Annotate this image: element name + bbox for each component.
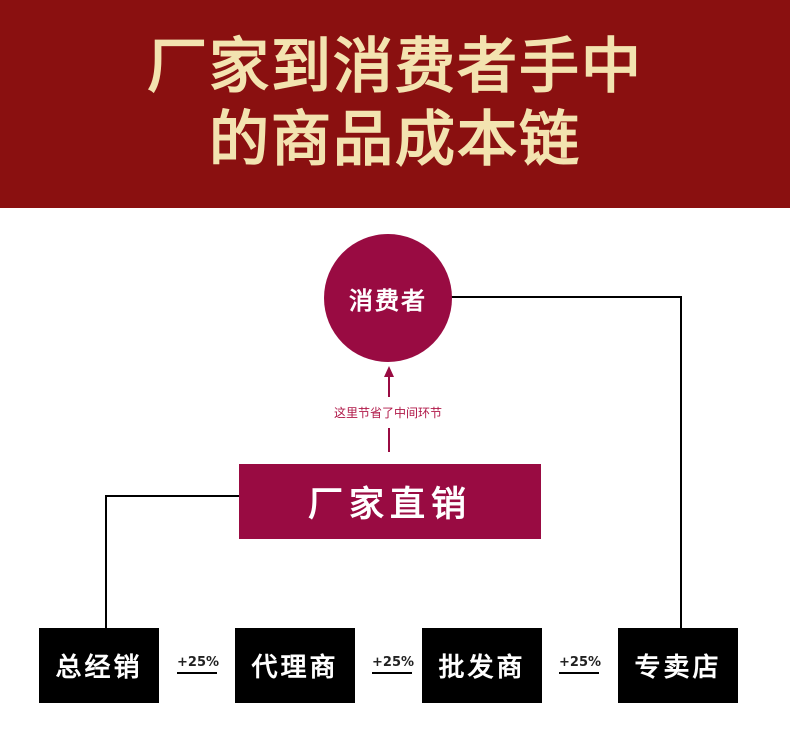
consumer-node: 消费者	[324, 234, 452, 362]
header-banner: 厂家到消费者手中 的商品成本链	[0, 0, 790, 208]
chain-node-store: 专卖店	[618, 628, 738, 703]
markup-label: +25%	[372, 655, 414, 674]
markup-label: +25%	[177, 655, 219, 674]
chain-node-wholesaler: 批发商	[422, 628, 542, 703]
arrow-head-icon	[384, 366, 394, 377]
chain-node-distributor: 总经销	[39, 628, 159, 703]
direct-sales-node: 厂家直销	[239, 464, 541, 539]
left-connector	[105, 495, 239, 628]
page-title-line1: 厂家到消费者手中	[147, 32, 643, 102]
markup-label: +25%	[559, 655, 601, 674]
right-connector	[450, 296, 682, 628]
page-title-line2: 的商品成本链	[209, 105, 581, 175]
savings-note: 这里节省了中间环节	[333, 406, 442, 420]
chain-node-agent: 代理商	[235, 628, 355, 703]
